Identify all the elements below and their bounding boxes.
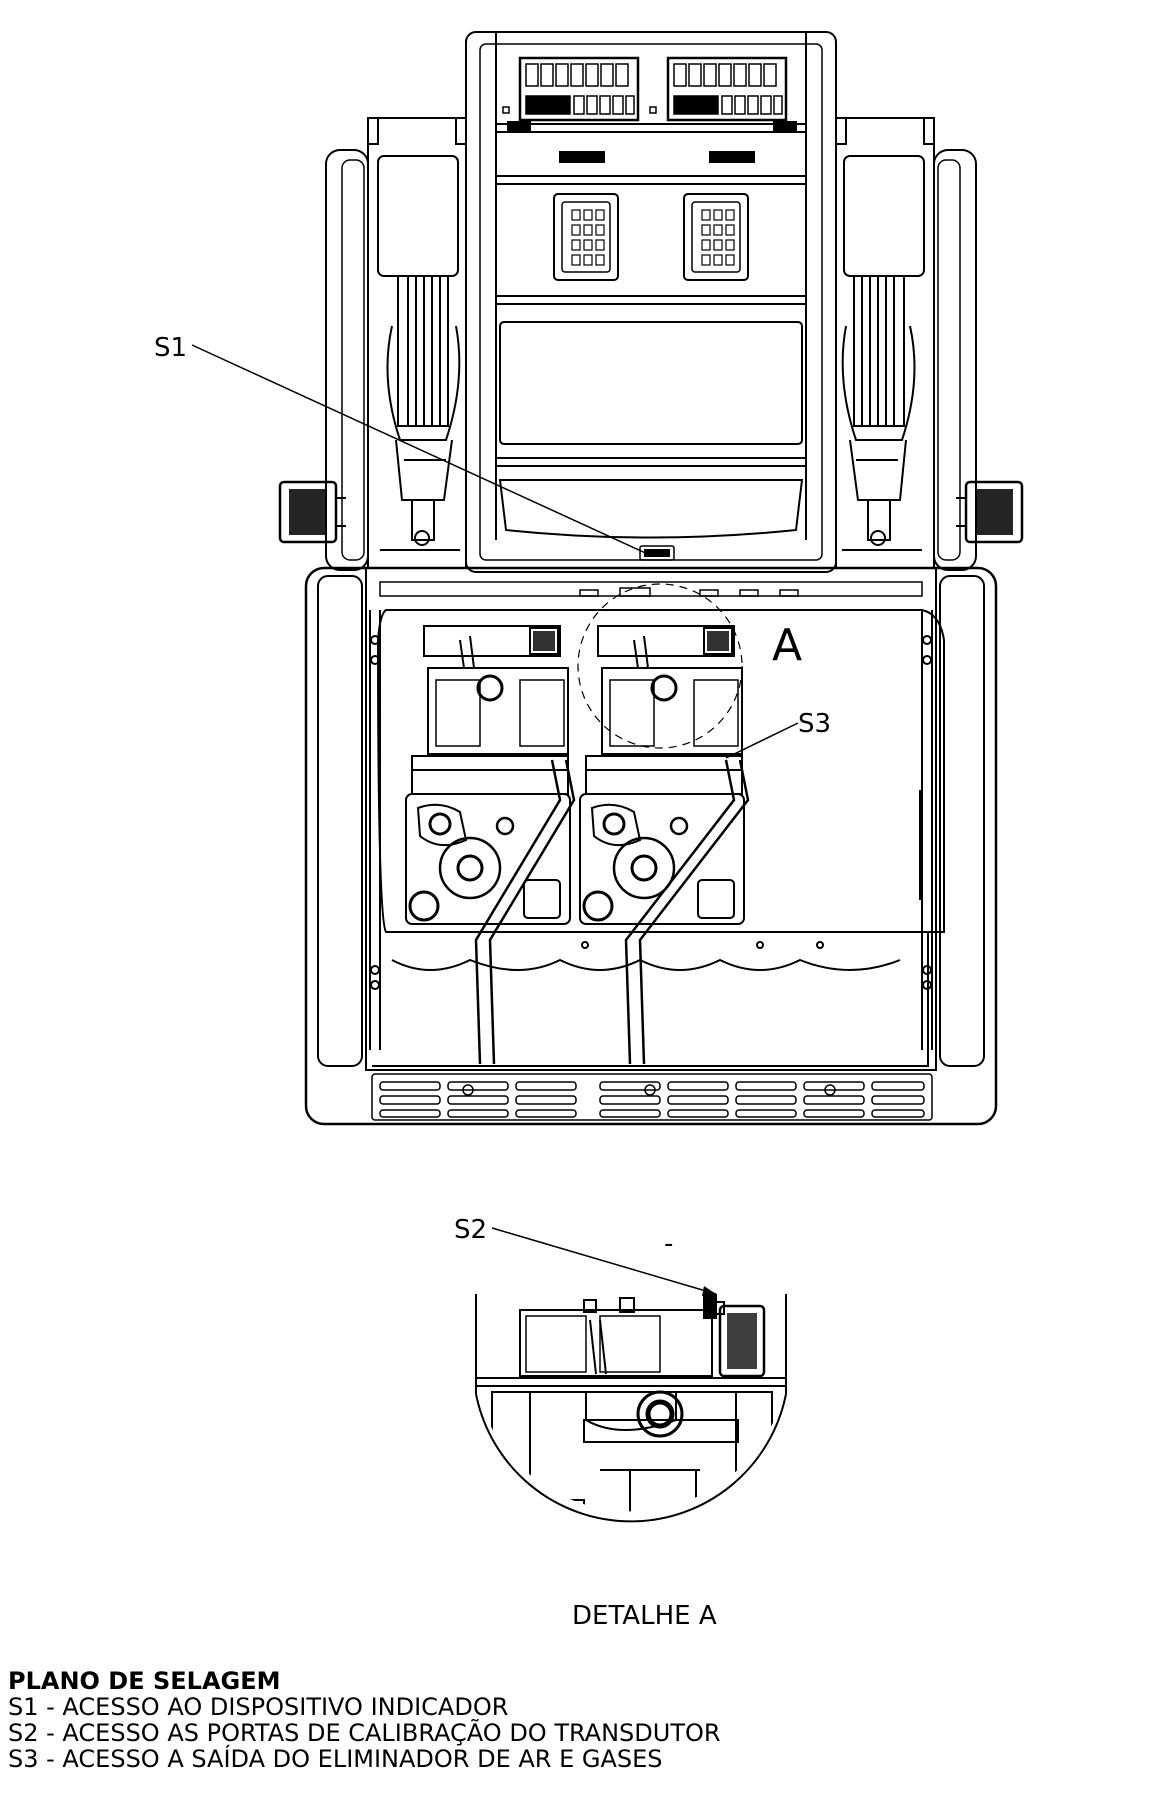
keypad-right (683, 193, 749, 281)
price-display-left (518, 56, 640, 122)
legend-title: PLANO DE SELAGEM (8, 1667, 281, 1695)
sealing-plan-legend: PLANO DE SELAGEM S1 - ACESSO AO DISPOSIT… (8, 1668, 1108, 1772)
price-display-right (666, 56, 788, 122)
stray-mark: - (664, 1229, 673, 1259)
s2-leader-line (491, 1227, 717, 1295)
pump-unit-left (405, 625, 576, 1065)
pump-unit-right (579, 625, 750, 1065)
detail-a-view (475, 1294, 787, 1523)
s3-label: S3 (798, 709, 831, 739)
legend-item-s2: S2 - ACESSO AS PORTAS DE CALIBRAÇÃO DO T… (8, 1719, 721, 1747)
right-side-column (835, 117, 1024, 571)
keypad-left (553, 193, 619, 281)
s1-label: S1 (154, 333, 187, 363)
s2-label: S2 (454, 1215, 487, 1245)
detail-a-caption: DETALHE A (572, 1601, 717, 1631)
s3-leader-line (725, 722, 799, 759)
s1-leader-line (191, 344, 653, 557)
display-head (465, 31, 837, 573)
left-side-column (278, 117, 467, 571)
legend-item-s3: S3 - ACESSO A SAÍDA DO ELIMINADOR DE AR … (8, 1745, 663, 1773)
dispenser-front-view (278, 31, 1024, 1126)
detail-a-circle (577, 583, 743, 749)
lower-cabinet (304, 566, 998, 1126)
legend-item-s1: S1 - ACESSO AO DISPOSITIVO INDICADOR (8, 1693, 509, 1721)
detail-a-letter: A (772, 620, 802, 671)
